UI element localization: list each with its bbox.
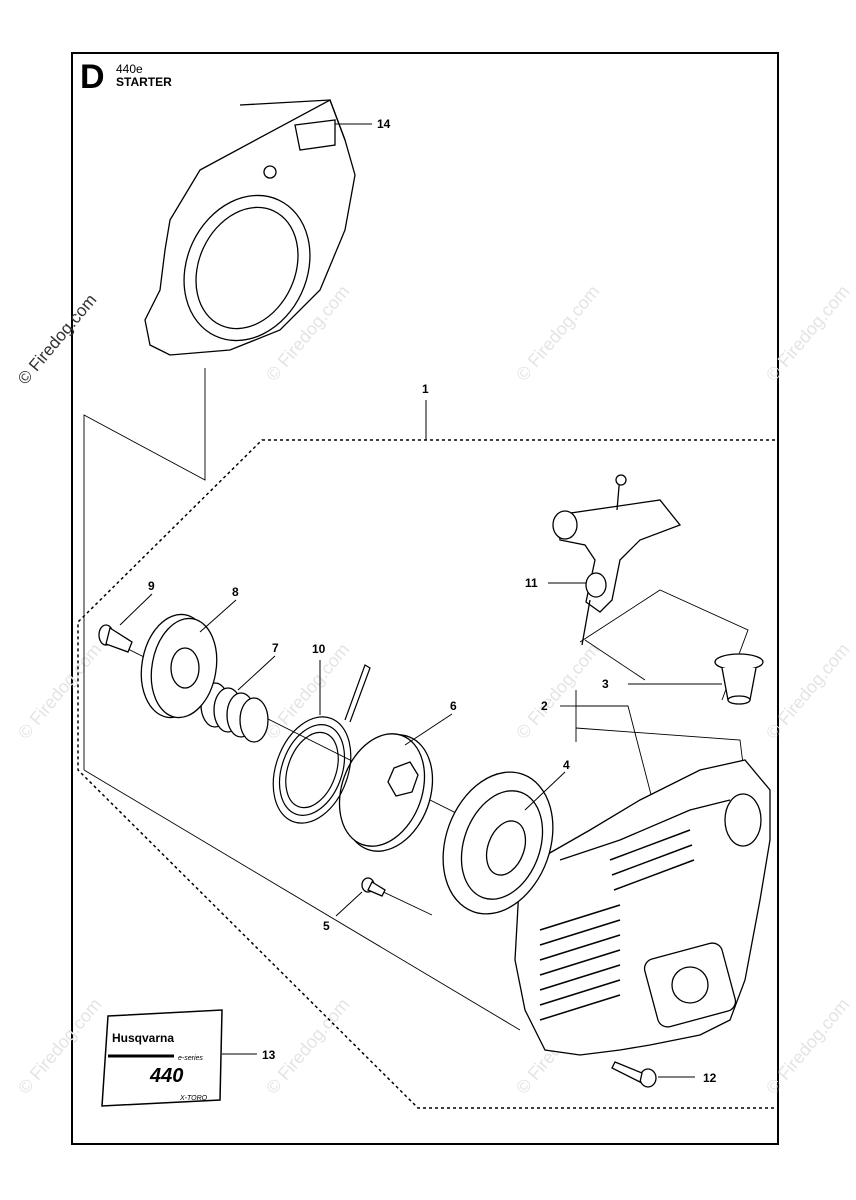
leader-6 [404, 713, 453, 746]
coil-spring-part [200, 682, 269, 743]
section-title: STARTER [116, 75, 172, 89]
assembly-boundary [77, 439, 779, 1109]
model-label: 440e [116, 62, 143, 76]
callout-7: 7 [272, 641, 279, 655]
decal-tag: X-TORQ [179, 1095, 208, 1102]
screw-9-part [98, 624, 133, 653]
leader-4 [524, 771, 566, 811]
decal-model: 440 [149, 1065, 183, 1087]
callout-12: 12 [703, 1071, 717, 1085]
screw-line [374, 887, 433, 916]
pawl-cup-part [140, 613, 218, 719]
starter-housing-part [514, 759, 771, 1056]
decal-brand: Husqvarna [112, 1031, 174, 1045]
section-letter: D [80, 58, 105, 96]
screw-5-part [361, 877, 386, 897]
fan-housing-connector [83, 368, 206, 770]
handle-part [552, 474, 682, 646]
decal-series: e-series [178, 1055, 203, 1062]
leader-8 [199, 599, 237, 633]
leader-2-mid [576, 705, 656, 811]
callout-11: 11 [525, 576, 538, 590]
axis-line-2 [83, 769, 521, 1031]
decal-part: Husqvarna e-series 440 X-TORQ [101, 1009, 223, 1107]
leader-9 [119, 593, 153, 626]
fan-housing-part [144, 99, 356, 356]
callout-1: 1 [422, 382, 429, 396]
callout-8: 8 [232, 585, 239, 599]
callout-14: 14 [377, 117, 391, 131]
recoil-spring-part [272, 664, 371, 824]
bushing-part [714, 653, 764, 705]
callout-10: 10 [312, 642, 326, 656]
handle-rope-line-2 [584, 639, 646, 681]
callout-13: 13 [262, 1048, 276, 1062]
callout-6: 6 [450, 699, 457, 713]
callout-2: 2 [541, 699, 548, 713]
leader-7 [237, 655, 276, 691]
rope-pulley-part [338, 733, 434, 852]
callout-3: 3 [602, 677, 609, 691]
callout-5: 5 [323, 919, 330, 933]
callout-4: 4 [563, 758, 570, 772]
pulley-part [442, 771, 554, 915]
screw-12-part [611, 1061, 657, 1088]
leader-5 [335, 891, 363, 917]
callout-9: 9 [148, 579, 155, 593]
